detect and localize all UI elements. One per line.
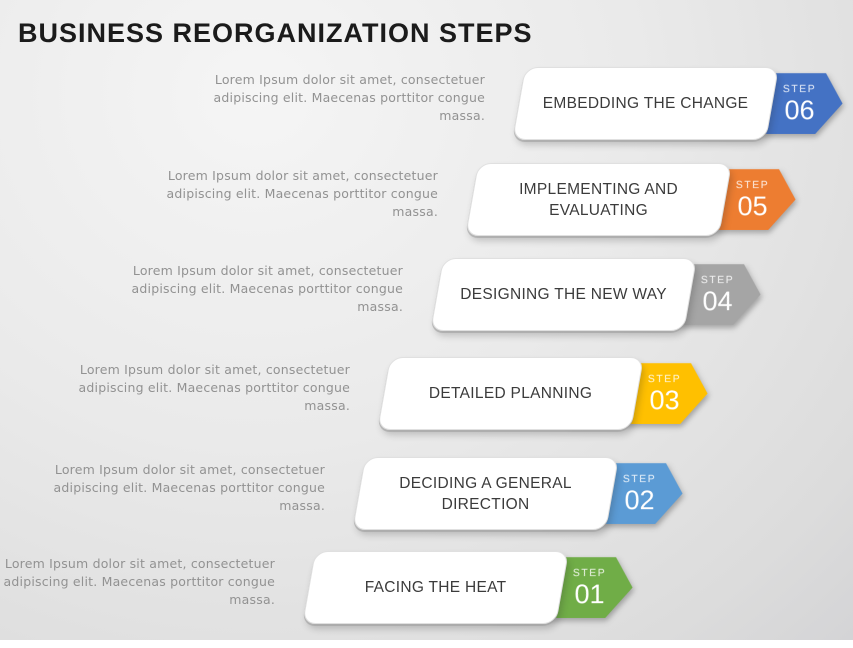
step-badge-label: STEP: [782, 82, 817, 95]
step-description: Lorem Ipsum dolor sit amet, consectetuer…: [53, 462, 325, 513]
step-badge-label: STEP: [700, 273, 735, 286]
step-description: Lorem Ipsum dolor sit amet, consectetuer…: [3, 556, 275, 607]
step-badge-number: 01: [574, 578, 605, 609]
step-badge-text: STEP 06: [775, 73, 825, 134]
step-badge-text: STEP 01: [565, 557, 615, 618]
step-row: Lorem Ipsum dolor sit amet, consectetuer…: [0, 457, 853, 554]
step-badge-number: 04: [702, 285, 733, 316]
step-shape-group: STEP 05 IMPLEMENTING AND EVALUATING: [465, 163, 732, 236]
step-badge-number: 06: [784, 94, 815, 125]
step-description: Lorem Ipsum dolor sit amet, consectetuer…: [166, 168, 438, 219]
step-shape-group: STEP 03 DETAILED PLANNING: [377, 357, 644, 430]
step-card-title: DECIDING A GENERAL DIRECTION: [399, 474, 572, 513]
step-row: Lorem Ipsum dolor sit amet, consectetuer…: [0, 258, 853, 355]
step-badge-text: STEP 05: [728, 169, 778, 230]
step-shape-group: STEP 06 EMBEDDING THE CHANGE: [512, 67, 779, 140]
step-badge-text: STEP 03: [640, 363, 690, 424]
page-title: BUSINESS REORGANIZATION STEPS: [18, 18, 533, 48]
step-description: Lorem Ipsum dolor sit amet, consectetuer…: [78, 362, 350, 413]
step-badge-label: STEP: [647, 372, 682, 385]
step-badge-text: STEP 02: [615, 463, 665, 524]
step-card-title: EMBEDDING THE CHANGE: [542, 95, 749, 112]
step-card-title: IMPLEMENTING AND EVALUATING: [519, 180, 679, 219]
step-badge-number: 05: [737, 190, 768, 221]
step-shape-group: STEP 02 DECIDING A GENERAL DIRECTION: [352, 457, 619, 530]
step-badge-label: STEP: [735, 178, 770, 191]
step-badge-label: STEP: [572, 566, 607, 579]
step-badge-text: STEP 04: [693, 264, 743, 325]
step-badge-number: 02: [624, 484, 655, 515]
step-badge-number: 03: [649, 384, 680, 415]
step-row: Lorem Ipsum dolor sit amet, consectetuer…: [0, 163, 853, 260]
step-row: Lorem Ipsum dolor sit amet, consectetuer…: [0, 551, 853, 648]
step-card-title: DESIGNING THE NEW WAY: [460, 286, 667, 303]
step-row: Lorem Ipsum dolor sit amet, consectetuer…: [0, 67, 853, 164]
step-row: Lorem Ipsum dolor sit amet, consectetuer…: [0, 357, 853, 454]
step-card-title: FACING THE HEAT: [364, 579, 507, 596]
step-card-title: DETAILED PLANNING: [428, 385, 593, 402]
step-badge-label: STEP: [622, 472, 657, 485]
step-description: Lorem Ipsum dolor sit amet, consectetuer…: [213, 72, 485, 123]
step-shape-group: STEP 04 DESIGNING THE NEW WAY: [430, 258, 697, 331]
step-shape-group: STEP 01 FACING THE HEAT: [302, 551, 569, 624]
step-description: Lorem Ipsum dolor sit amet, consectetuer…: [131, 263, 403, 314]
